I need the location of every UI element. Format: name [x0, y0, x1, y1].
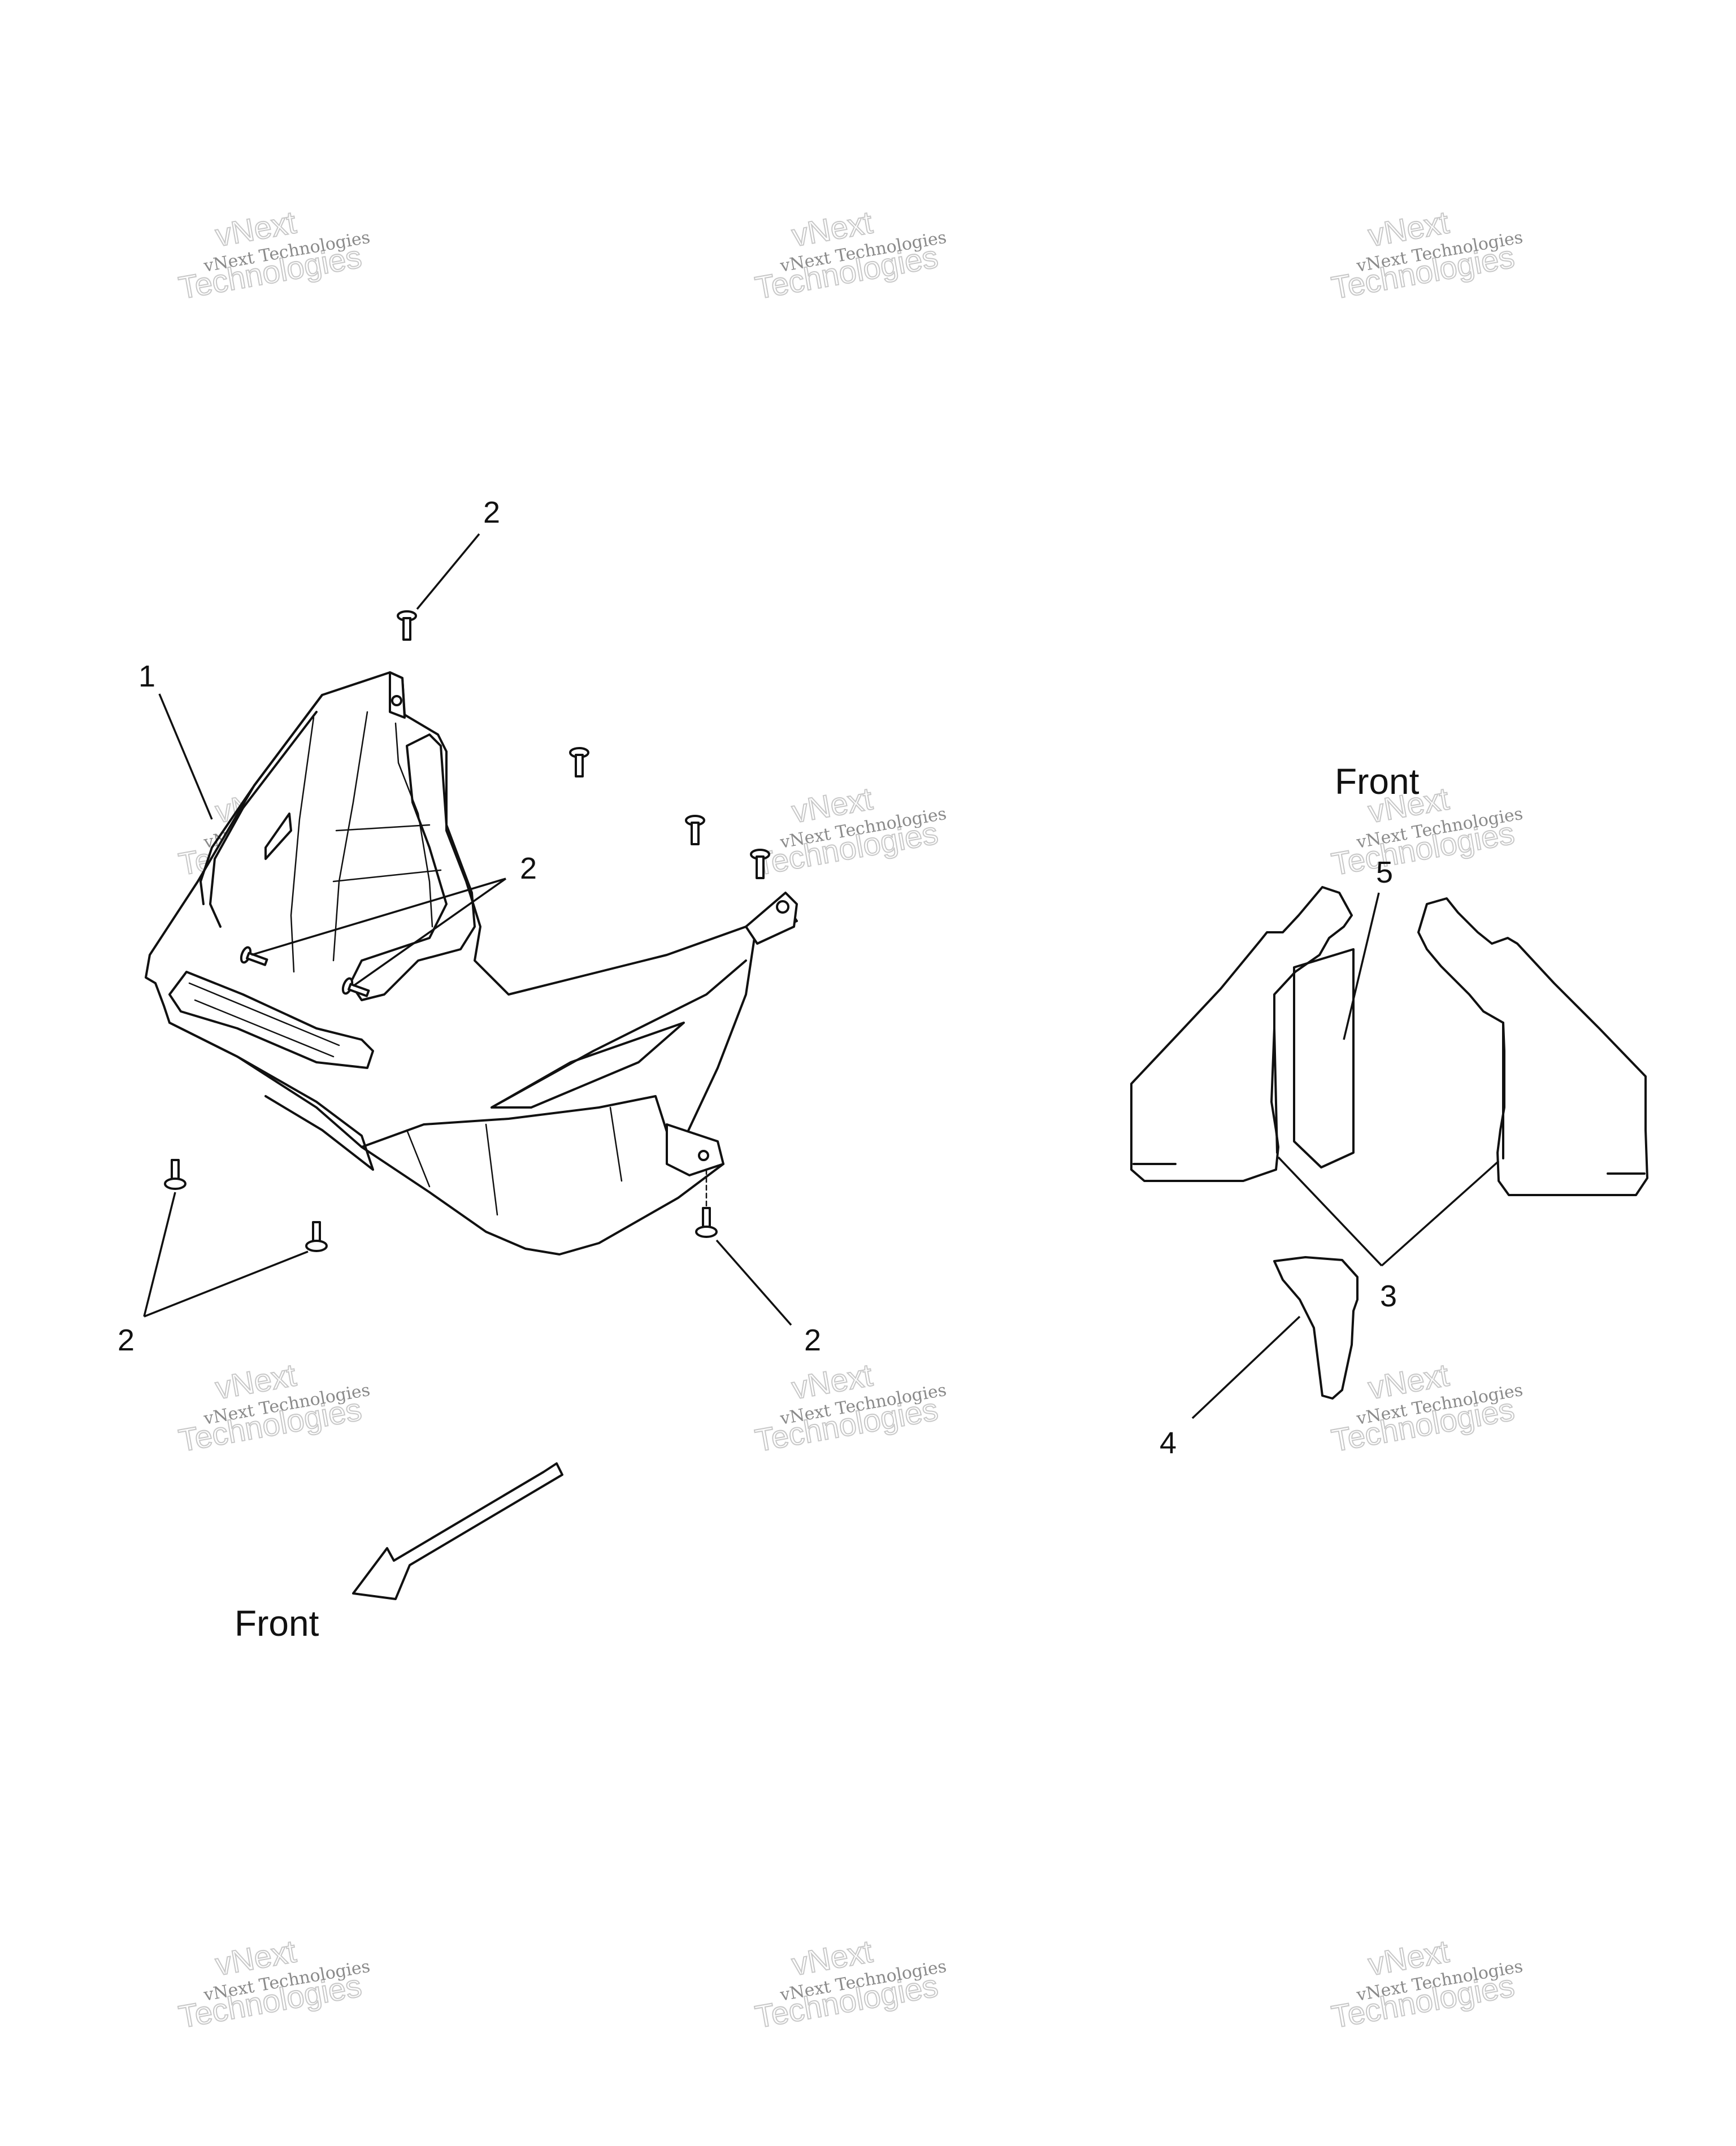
fastener	[397, 610, 417, 641]
leader-1	[158, 693, 213, 820]
callout-3: 3	[1380, 1279, 1397, 1313]
front-label-right: Front	[1335, 761, 1420, 802]
decal-set: Front 3 4 5	[1130, 761, 1648, 1460]
decal-3-left	[1130, 886, 1353, 1182]
nose-mount-plate	[666, 1123, 724, 1176]
nose-fin-left-vent	[264, 813, 292, 860]
front-arrow-icon	[352, 1462, 563, 1600]
fastener	[750, 849, 770, 879]
decal-3-right	[1417, 897, 1648, 1196]
callout-2-top: 2	[483, 496, 500, 529]
front-direction-arrow: Front	[235, 1462, 563, 1644]
leader-2-mid-b	[352, 877, 507, 987]
front-label-left: Front	[235, 1603, 319, 1644]
callout-5: 5	[1376, 855, 1393, 889]
nose-inner-cowl	[349, 733, 476, 1001]
leader-2-left-a	[143, 1192, 176, 1317]
watermark: vNext Technologies vNext Technologies	[752, 203, 948, 306]
leaders-left	[143, 533, 792, 1326]
leader-4	[1191, 1315, 1301, 1419]
fastener	[695, 1207, 718, 1238]
fastener	[305, 1221, 328, 1252]
nose-bumper-detail-1	[188, 982, 340, 1058]
nose-right-vent	[491, 1022, 685, 1109]
watermark: vNext Technologies vNext Technologies	[176, 203, 372, 306]
nose-mount-hole-plate	[698, 1150, 709, 1161]
leader-3-left	[1277, 1156, 1383, 1267]
fastener	[341, 977, 370, 997]
nose-ridge-3	[394, 722, 433, 928]
fastener	[240, 946, 268, 966]
nose-fin-left-inner	[209, 711, 318, 928]
callout-2-mid: 2	[520, 852, 537, 885]
nose-shell-crease	[406, 1106, 623, 1216]
callout-2-left: 2	[118, 1323, 134, 1357]
callout-2-right: 2	[804, 1323, 821, 1357]
nose-lower-lip	[168, 1022, 374, 1171]
nose-mount-tab-top	[389, 671, 406, 719]
watermark: vNext Technologies vNext Technologies	[752, 780, 948, 883]
watermark: vNext Technologies vNext Technologies	[1329, 203, 1525, 306]
nose-cover-part	[145, 671, 798, 1256]
fastener	[685, 815, 705, 845]
callouts-left: 1 2 2 2 2	[118, 496, 821, 1357]
fasteners	[164, 610, 770, 1252]
watermark: vNext Technologies vNext Technologies	[176, 1356, 372, 1459]
callout-1: 1	[138, 659, 155, 693]
leader-2-top	[416, 533, 480, 610]
decal-5	[1293, 948, 1355, 1168]
callout-4: 4	[1160, 1426, 1177, 1460]
watermark: vNext Technologies vNext Technologies	[752, 1932, 948, 2035]
watermark: vNext Technologies vNext Technologies	[1329, 1356, 1525, 1459]
leader-3-right	[1381, 1160, 1500, 1267]
leader-2-right	[715, 1239, 792, 1326]
nose-mount-hole-top	[391, 695, 402, 706]
leader-5	[1343, 892, 1380, 1040]
watermark: vNext Technologies vNext Technologies	[176, 1932, 372, 2035]
leader-2-mid-a	[251, 877, 506, 956]
fastener	[164, 1159, 186, 1190]
nose-mount-tab-right	[745, 892, 798, 945]
watermark: vNext Technologies vNext Technologies	[752, 1356, 948, 1459]
nose-ridge-4	[332, 824, 442, 883]
decal-3-left-inner	[1273, 1027, 1278, 1154]
nose-fin-left	[199, 694, 323, 905]
decal-4	[1273, 1256, 1359, 1400]
nose-ridge-2	[332, 711, 368, 962]
nose-lower-shell	[361, 1095, 676, 1159]
leader-2-left-b	[144, 1250, 309, 1318]
nose-mount-hole-right	[776, 900, 789, 914]
watermark: vNext Technologies vNext Technologies	[1329, 1932, 1525, 2035]
fastener	[569, 747, 589, 777]
